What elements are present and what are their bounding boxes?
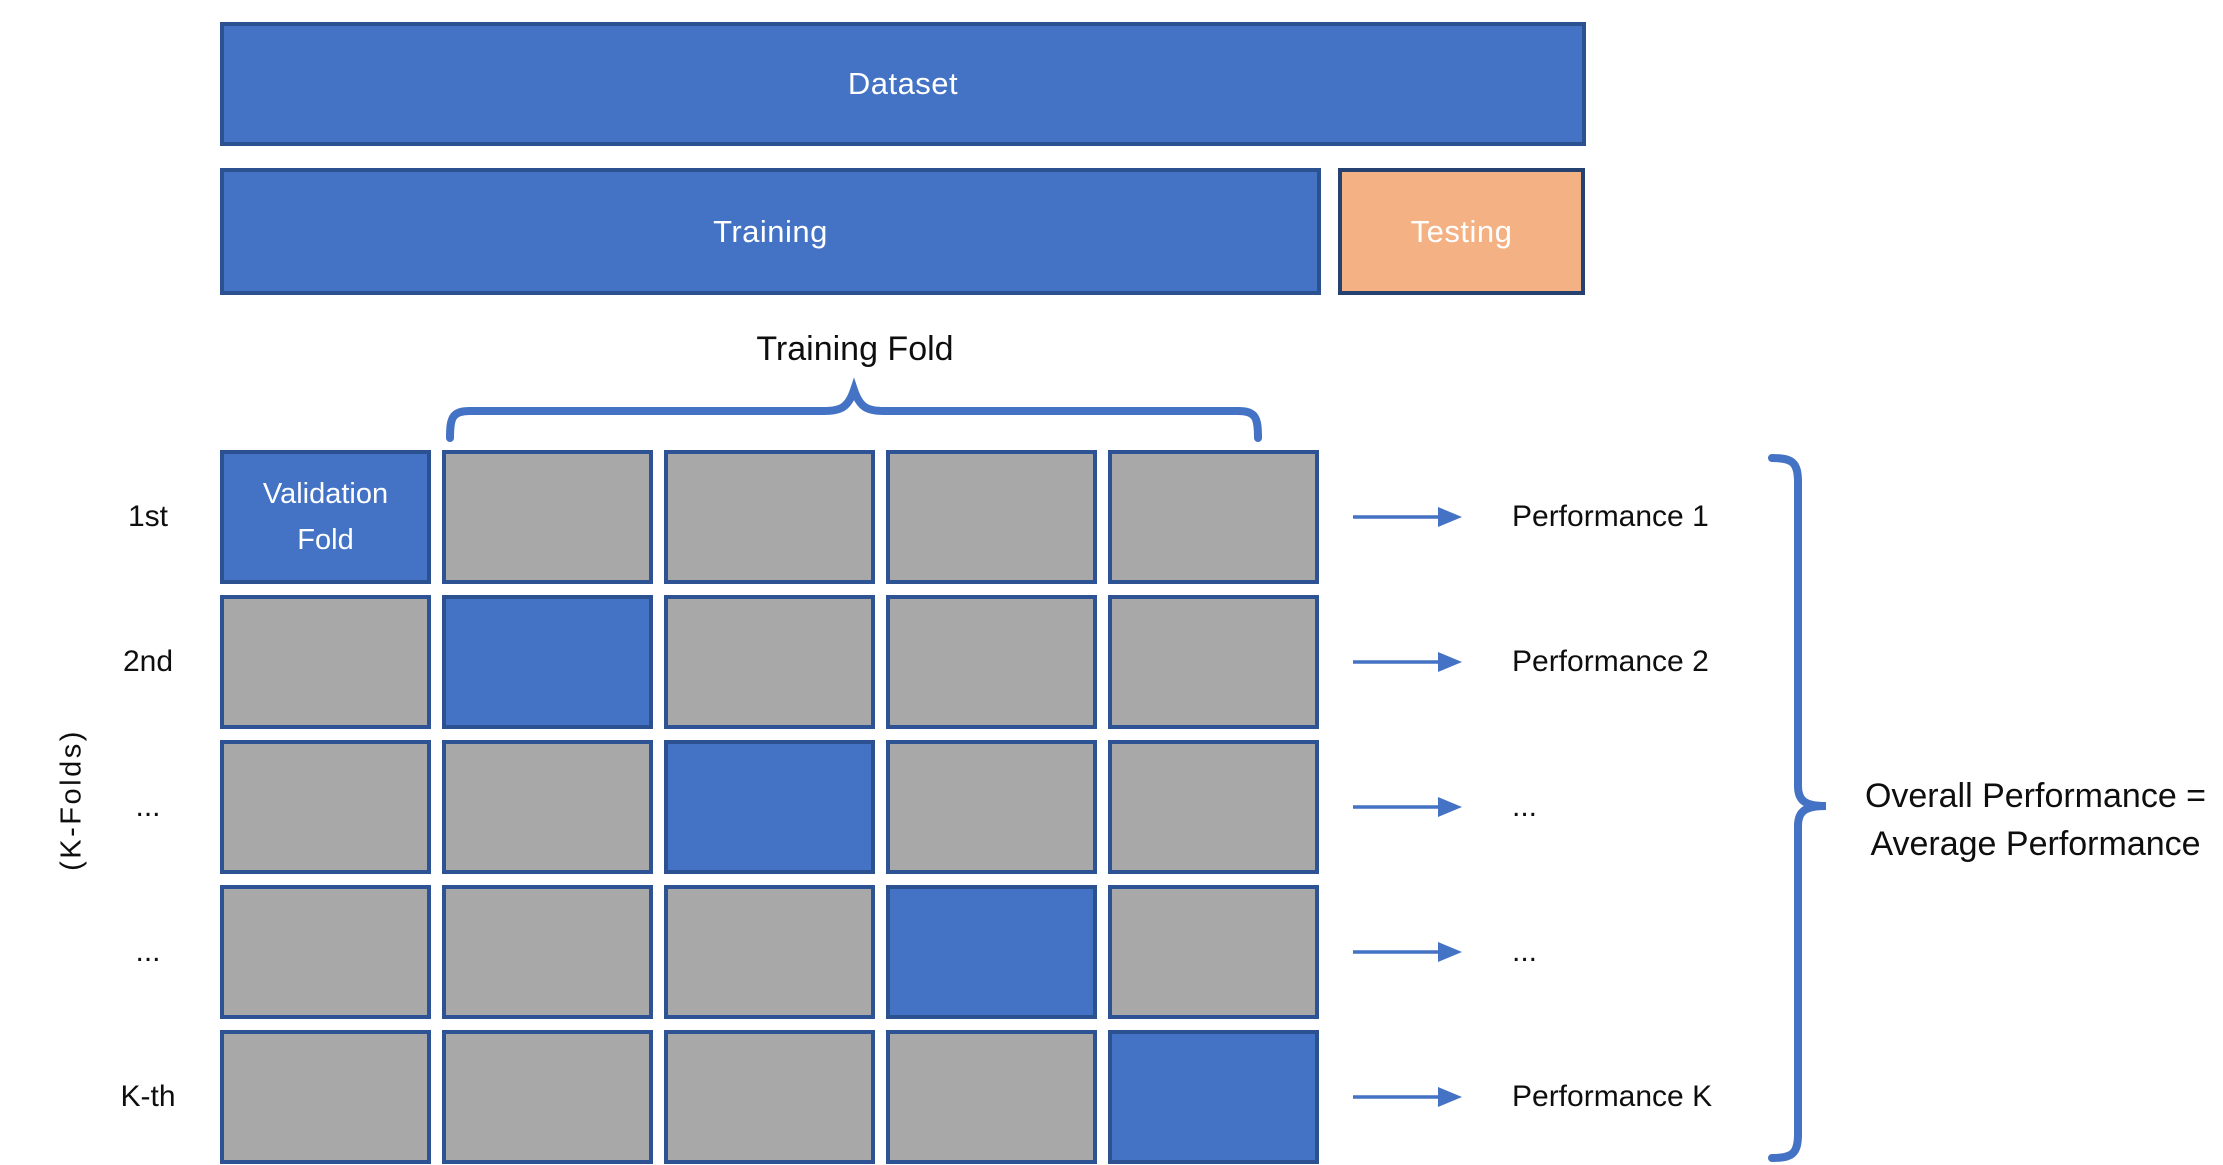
overall-performance-line1: Overall Performance = (1864, 777, 2207, 815)
training-fold-cell (442, 740, 653, 874)
training-fold-cell (220, 740, 431, 874)
training-fold-cell (1108, 885, 1319, 1019)
training-fold-brace-icon (446, 377, 1262, 442)
training-fold-cell (220, 885, 431, 1019)
overall-performance-brace-icon (1768, 454, 1827, 1162)
validation-fold-cell (664, 740, 875, 874)
training-fold-cell (886, 740, 1097, 874)
validation-fold-cell: Validation Fold (220, 450, 431, 584)
training-fold-cell (886, 595, 1097, 729)
training-bar: Training (220, 168, 1321, 295)
training-fold-cell (664, 885, 875, 1019)
performance-arrow-icon (1353, 1087, 1462, 1107)
overall-performance-line2: Average Performance (1870, 825, 2201, 863)
performance-label-3: ... (1512, 790, 1538, 823)
testing-bar-label: Testing (1410, 213, 1513, 249)
dataset-bar: Dataset (220, 22, 1586, 146)
row-label-1: 1st (127, 500, 169, 533)
training-fold-cell (1108, 595, 1319, 729)
performance-arrow-icon (1353, 507, 1462, 527)
training-fold-cell (1108, 450, 1319, 584)
validation-fold-cell (1108, 1030, 1319, 1164)
row-label-4: ... (135, 935, 161, 968)
performance-arrow-icon (1353, 797, 1462, 817)
training-fold-cell (664, 595, 875, 729)
training-fold-cell (886, 1030, 1097, 1164)
training-fold-cell (886, 450, 1097, 584)
training-fold-cell (220, 595, 431, 729)
performance-arrow-icon (1353, 942, 1462, 962)
testing-bar: Testing (1338, 168, 1585, 295)
training-fold-cell (220, 1030, 431, 1164)
row-label-3: ... (135, 790, 161, 823)
row-label-5: K-th (120, 1080, 176, 1113)
dataset-bar-label: Dataset (847, 66, 959, 101)
performance-label-2: Performance 2 (1512, 645, 1709, 678)
row-label-2: 2nd (122, 645, 174, 678)
performance-arrow-icon (1353, 652, 1462, 672)
overall-performance-text: Overall Performance = Average Performanc… (1848, 772, 2223, 868)
training-fold-cell (442, 885, 653, 1019)
training-fold-cell (664, 1030, 875, 1164)
performance-label-4: ... (1512, 935, 1538, 968)
training-fold-label: Training Fold (756, 330, 954, 368)
training-fold-cell (442, 450, 653, 584)
validation-fold-cell-label: Validation Fold (262, 478, 389, 556)
validation-fold-cell (442, 595, 653, 729)
validation-fold-cell (886, 885, 1097, 1019)
training-fold-cell (664, 450, 875, 584)
training-fold-cell (442, 1030, 653, 1164)
training-fold-cell (1108, 740, 1319, 874)
performance-label-5: Performance K (1512, 1080, 1713, 1113)
training-bar-label: Training (713, 213, 828, 249)
performance-label-1: Performance 1 (1512, 500, 1709, 533)
